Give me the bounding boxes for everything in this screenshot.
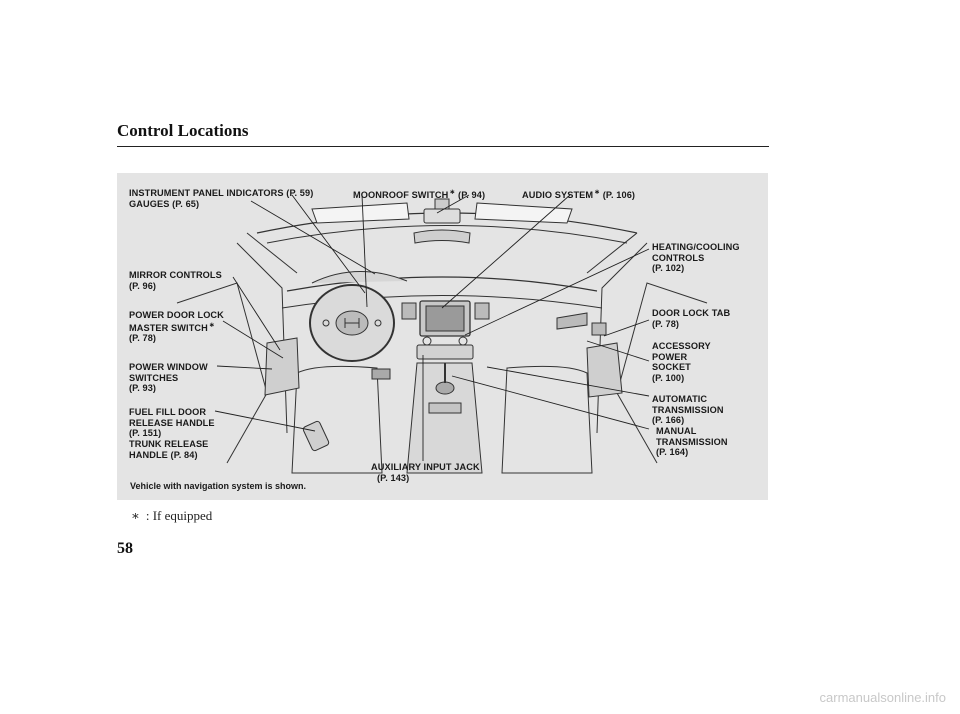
accessory-line-1: ACCESSORY — [652, 341, 711, 351]
moonroof-text: MOONROOF SWITCH — [353, 190, 449, 200]
instrument-panel-page: (P. 59) — [286, 188, 314, 198]
window-line-1: POWER WINDOW — [129, 362, 208, 372]
window-line-2: SWITCHES — [129, 372, 179, 383]
moonroof-star: ∗ — [449, 189, 456, 196]
instrument-panel-text: INSTRUMENT PANEL INDICATORS — [129, 188, 284, 198]
fuel-line-1: FUEL FILL DOOR — [129, 407, 207, 417]
heating-line-2: CONTROLS — [652, 252, 705, 263]
door-lock-tab-page: (P. 78) — [652, 318, 680, 329]
gauges-text: GAUGES — [129, 199, 170, 209]
manual-line-1: MANUAL — [656, 426, 697, 436]
mirror-page: (P. 96) — [129, 280, 157, 291]
title-rule — [117, 146, 769, 147]
accessory-line-2: POWER — [652, 351, 688, 362]
dashboard-illustration — [176, 194, 708, 474]
trunk-page: (P. 84) — [170, 449, 198, 460]
door-lock-tab-text: DOOR LOCK TAB — [652, 308, 731, 318]
section-title: Control Locations — [117, 121, 249, 140]
label-manual-transmission: MANUAL TRANSMISSION (P. 164) — [656, 426, 728, 458]
page-number: 58 — [117, 540, 133, 557]
mirror-text: MIRROR CONTROLS — [129, 270, 222, 280]
label-fuel-fill-door: FUEL FILL DOOR RELEASE HANDLE (P. 151) — [129, 407, 215, 439]
label-power-door-lock: POWER DOOR LOCK MASTER SWITCH∗ (P. 78) — [129, 310, 224, 344]
heating-page: (P. 102) — [652, 263, 685, 273]
auto-line-1: AUTOMATIC — [652, 394, 708, 404]
moonroof-page: (P. 94) — [458, 190, 486, 200]
accessory-page: (P. 100) — [652, 372, 685, 383]
panel-note: Vehicle with navigation system is shown. — [130, 481, 307, 491]
gauges-page: (P. 65) — [172, 199, 200, 209]
label-instrument-panel-indicators: INSTRUMENT PANEL INDICATORS (P. 59) — [129, 188, 313, 199]
heating-line-1: HEATING/COOLING — [652, 242, 740, 252]
footnote-star: ∗ — [131, 508, 140, 523]
fuel-page: (P. 151) — [129, 428, 162, 438]
manual-page: (P. 164) — [656, 447, 689, 457]
label-accessory-power-socket: ACCESSORY POWER SOCKET (P. 100) — [652, 341, 711, 383]
trunk-line-1: TRUNK RELEASE — [129, 439, 209, 449]
watermark[interactable]: carmanualsonline.info — [819, 690, 946, 705]
label-automatic-transmission: AUTOMATIC TRANSMISSION (P. 166) — [652, 394, 724, 426]
label-trunk-release: TRUNK RELEASE HANDLE (P. 84) — [129, 439, 208, 460]
audio-star: ∗ — [594, 189, 601, 196]
fuel-line-2: RELEASE HANDLE — [129, 417, 215, 428]
footnote-text: : If equipped — [145, 508, 213, 523]
power-door-line-2: MASTER SWITCH — [129, 322, 208, 333]
manual-line-2: TRANSMISSION — [656, 436, 728, 447]
audio-text: AUDIO SYSTEM — [522, 190, 594, 200]
audio-page: (P. 106) — [602, 190, 636, 200]
label-audio-system: AUDIO SYSTEM∗ (P. 106) — [522, 188, 635, 201]
label-heating-cooling: HEATING/COOLING CONTROLS (P. 102) — [652, 242, 740, 274]
aux-page: (P. 143) — [377, 472, 410, 483]
window-page: (P. 93) — [129, 383, 157, 393]
label-mirror-controls: MIRROR CONTROLS (P. 96) — [129, 270, 222, 291]
label-power-window-switches: POWER WINDOW SWITCHES (P. 93) — [129, 362, 208, 394]
aux-text: AUXILIARY INPUT JACK — [371, 462, 480, 472]
label-auxiliary-input-jack: AUXILIARY INPUT JACK (P. 143) — [371, 462, 480, 483]
power-door-page: (P. 78) — [129, 333, 157, 343]
footnote: ∗ : If equipped — [131, 508, 212, 524]
auto-line-2: TRANSMISSION — [652, 404, 724, 415]
accessory-line-3: SOCKET — [652, 362, 691, 372]
label-door-lock-tab: DOOR LOCK TAB (P. 78) — [652, 308, 730, 329]
power-door-line-1: POWER DOOR LOCK — [129, 310, 224, 320]
illustration-panel: INSTRUMENT PANEL INDICATORS (P. 59) GAUG… — [117, 173, 768, 500]
label-gauges: GAUGES (P. 65) — [129, 199, 199, 210]
label-moonroof-switch: MOONROOF SWITCH∗ (P. 94) — [353, 188, 485, 201]
power-door-star: ∗ — [208, 321, 215, 329]
auto-page: (P. 166) — [652, 415, 685, 425]
trunk-line-2: HANDLE — [129, 449, 168, 460]
